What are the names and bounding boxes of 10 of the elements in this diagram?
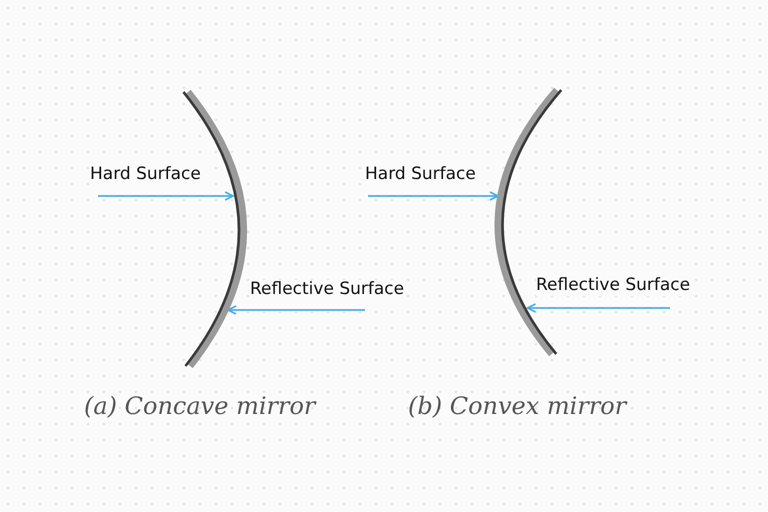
edge-label: Hard Surface [90, 165, 201, 185]
figure-caption: (a) Concave mirror [84, 392, 316, 420]
edge-label: Hard Surface [365, 165, 476, 185]
figure-caption: (b) Convex mirror [408, 392, 626, 420]
arrow [98, 191, 234, 201]
arrow [227, 305, 365, 315]
arrow [526, 303, 670, 313]
edge-label: Reflective Surface [536, 276, 690, 296]
arrow [368, 191, 499, 201]
edge-label: Reflective Surface [250, 280, 404, 300]
